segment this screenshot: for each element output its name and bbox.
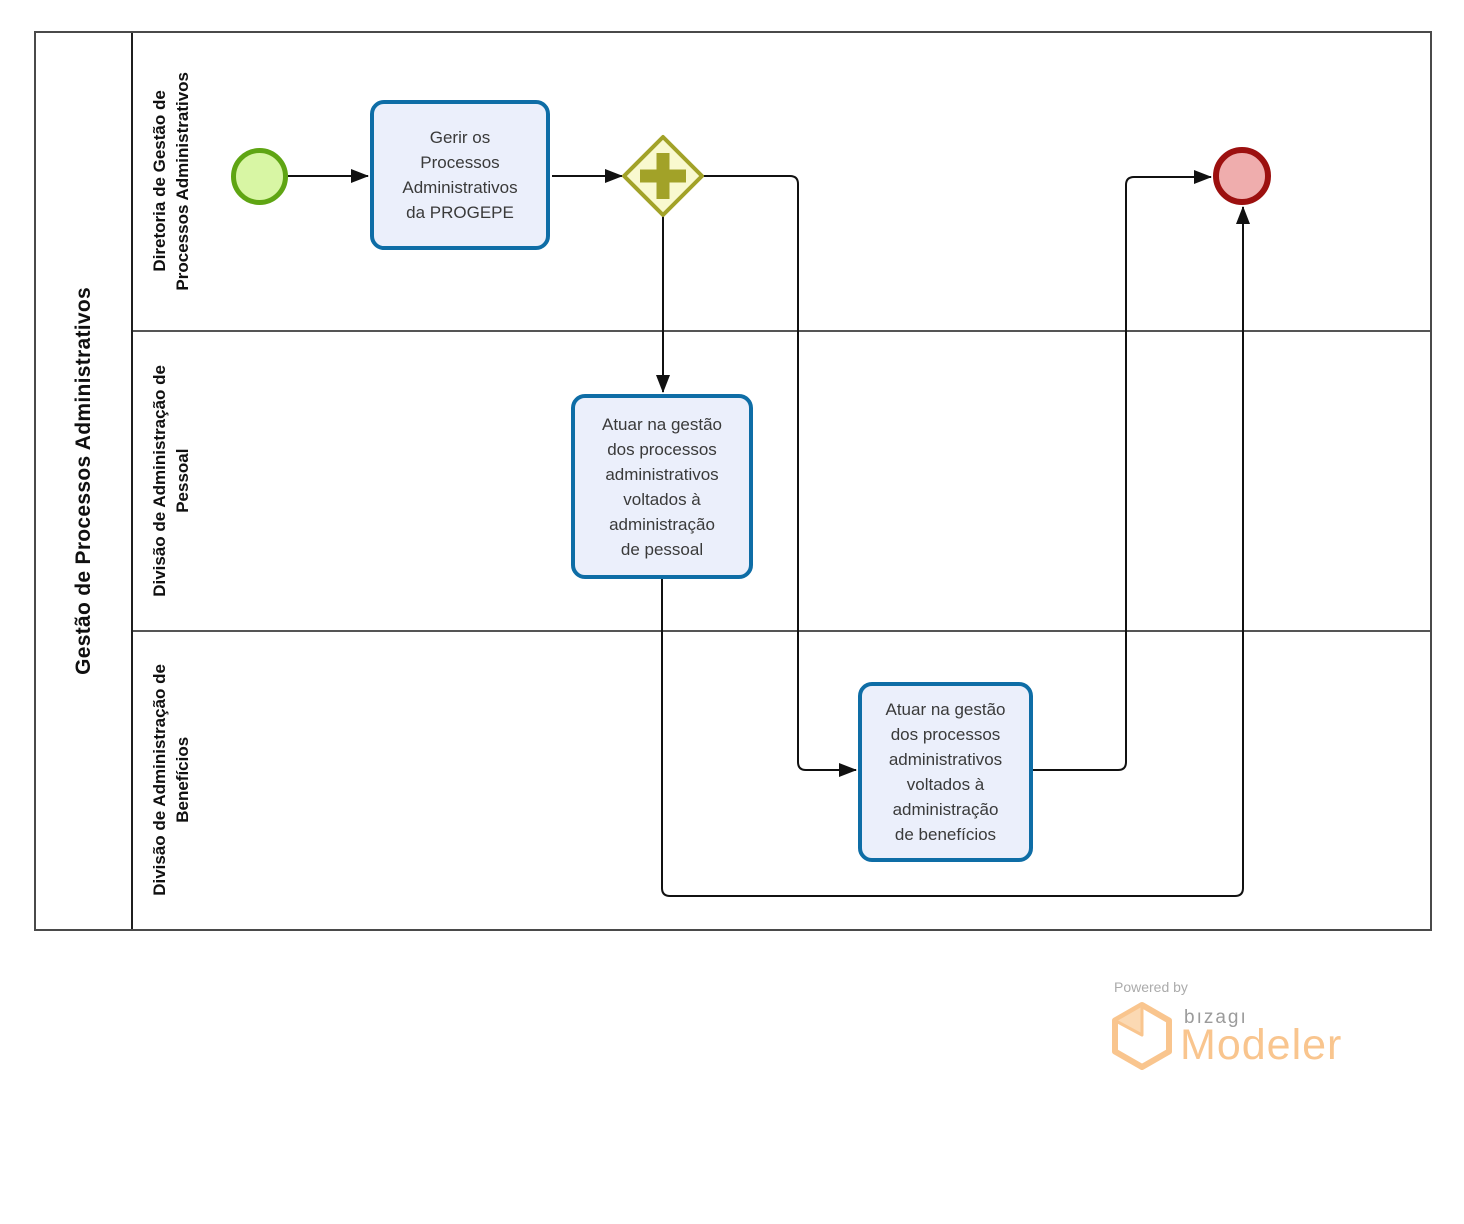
flow-task-beneficios-to-end <box>1033 170 1212 771</box>
modeler-wordmark: Modeler <box>1180 1021 1343 1069</box>
pool-title-cell: Gestão de Processos Administrativos <box>36 33 133 929</box>
bizagi-hexagon-icon <box>1112 1002 1172 1070</box>
lane-diretoria: Diretoria de Gestão de Processos Adminis… <box>133 33 1430 333</box>
lane-divisao-pessoal: Divisão de Administração de Pessoal <box>133 332 1430 632</box>
task-administracao-pessoal: Atuar na gestão dos processos administra… <box>571 394 753 579</box>
pool-gestao-processos: Gestão de Processos Administrativos Dire… <box>34 31 1432 931</box>
powered-by-label: Powered by <box>1114 979 1188 995</box>
start-event <box>231 148 288 205</box>
task-gerir-processos: Gerir os Processos Administrativos da PR… <box>370 100 550 250</box>
flow-task-pessoal-to-end <box>661 206 1250 897</box>
lane-container: Diretoria de Gestão de Processos Adminis… <box>133 33 1430 929</box>
plus-icon <box>640 153 686 199</box>
task-administracao-beneficios: Atuar na gestão dos processos administra… <box>858 682 1033 862</box>
bizagi-wordmark: bızagı <box>1184 1007 1248 1028</box>
flow-gateway-to-task-beneficios <box>702 175 857 777</box>
end-event <box>1213 147 1271 205</box>
parallel-gateway <box>622 135 704 217</box>
